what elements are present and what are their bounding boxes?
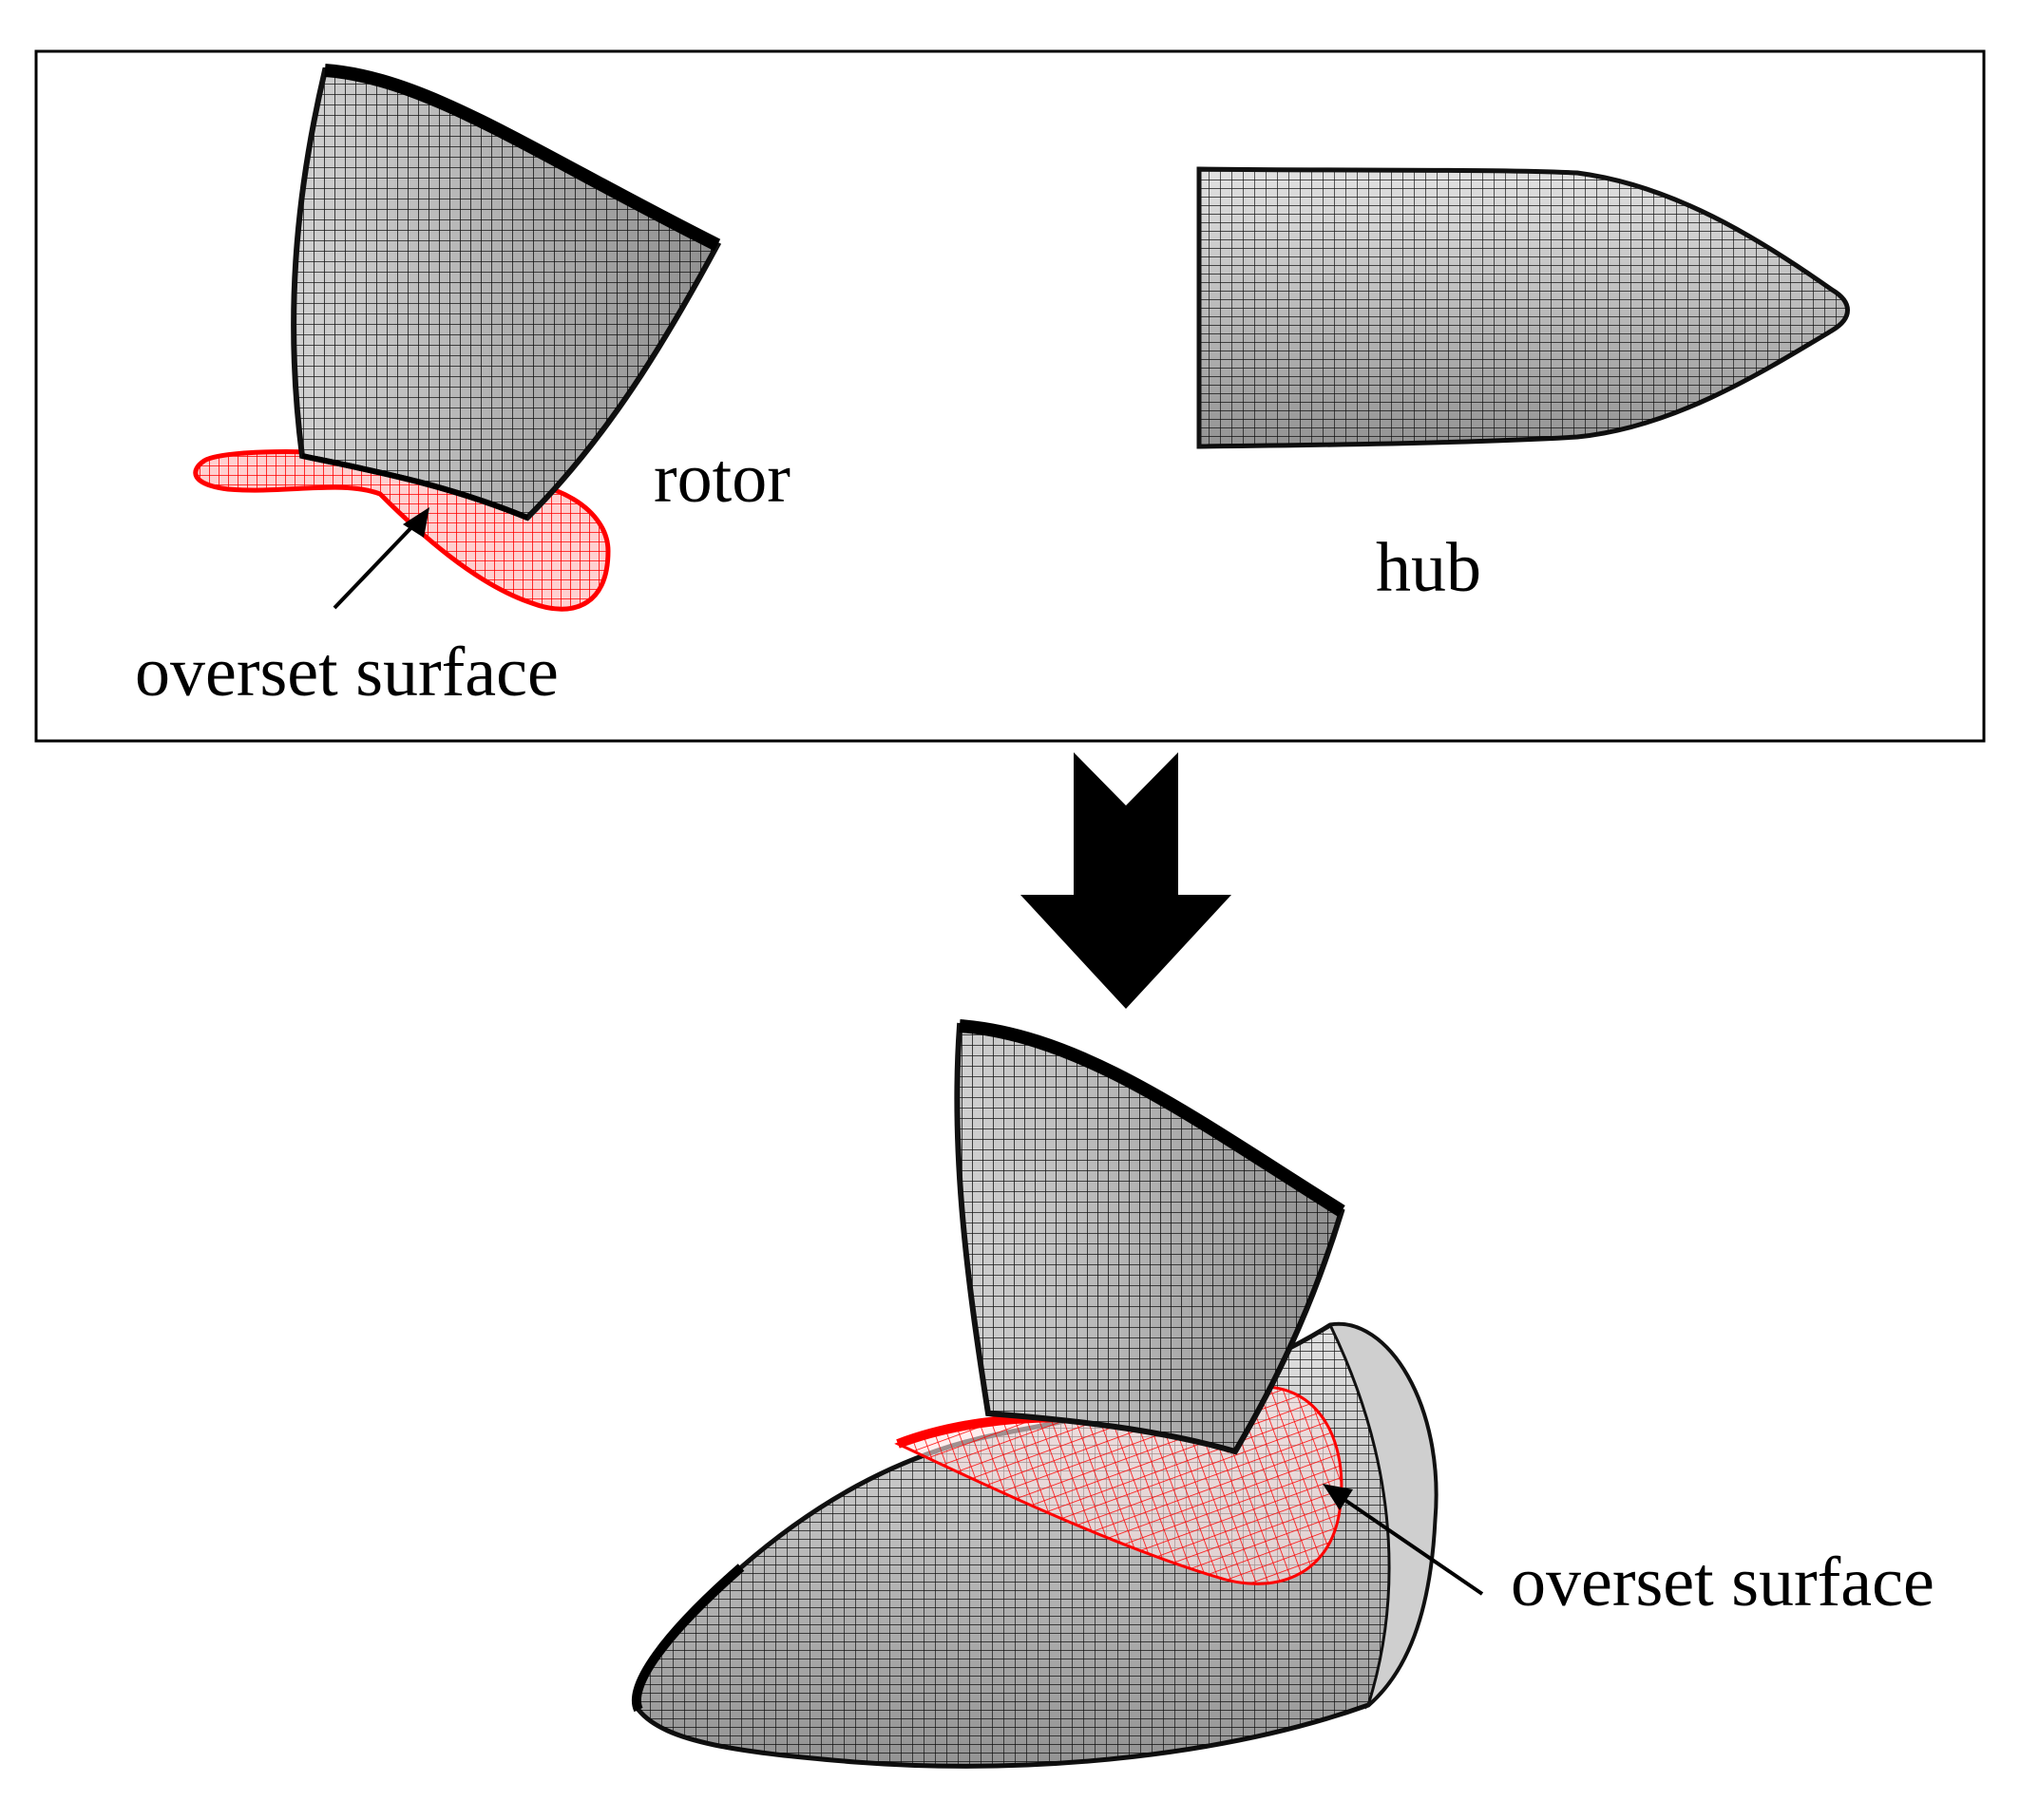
rotor-top-group	[193, 64, 722, 612]
overset-pointer-top	[333, 507, 429, 610]
hub-label: hub	[1376, 529, 1481, 607]
hub-top-group	[1196, 166, 1850, 449]
top-panel-frame	[34, 49, 1986, 743]
overset-label-top: overset surface	[135, 634, 559, 711]
assembly-group	[631, 1019, 1439, 1769]
rotor-label: rotor	[654, 440, 791, 518]
down-arrow	[1020, 752, 1231, 1009]
overset-label-bottom: overset surface	[1511, 1544, 1934, 1621]
overset-pointer-bottom	[1323, 1484, 1484, 1596]
